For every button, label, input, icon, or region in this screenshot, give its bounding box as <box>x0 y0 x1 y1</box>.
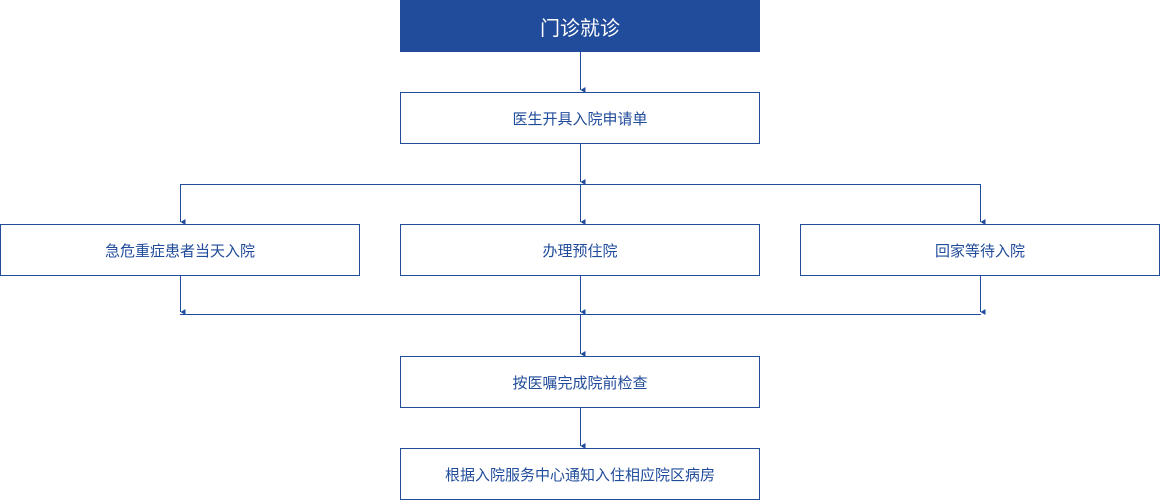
step-label: 急危重症患者当天入院 <box>104 241 255 260</box>
step-pre-admission-check: 按医嘱完成院前检查 <box>400 356 760 408</box>
step-label: 办理预住院 <box>542 241 618 260</box>
step-wait-at-home: 回家等待入院 <box>800 224 1160 276</box>
step-admission-application: 医生开具入院申请单 <box>400 92 760 144</box>
step-label: 回家等待入院 <box>934 241 1025 260</box>
step-label: 根据入院服务中心通知入住相应院区病房 <box>444 465 715 484</box>
step-label: 按医嘱完成院前检查 <box>512 373 648 392</box>
step-emergency-admission: 急危重症患者当天入院 <box>0 224 360 276</box>
step-pre-admission: 办理预住院 <box>400 224 760 276</box>
step-label: 医生开具入院申请单 <box>512 109 648 128</box>
step-ward-admission: 根据入院服务中心通知入住相应院区病房 <box>400 448 760 500</box>
step-label: 门诊就诊 <box>540 15 620 40</box>
step-outpatient-visit: 门诊就诊 <box>400 0 760 52</box>
